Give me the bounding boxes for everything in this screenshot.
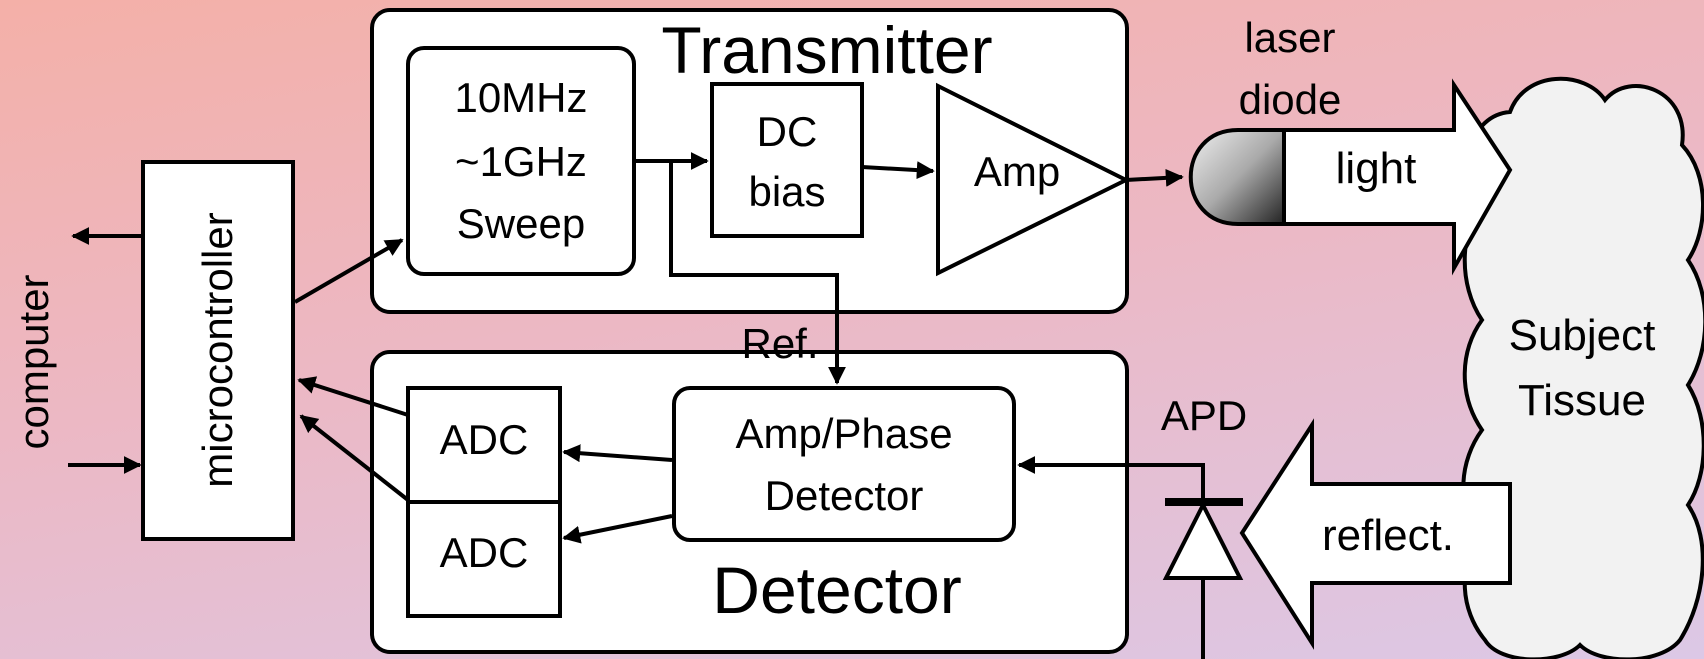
adc-bottom-block: ADC	[406, 500, 562, 618]
detector-title: Detector	[712, 553, 961, 627]
adc-top-to-mcu-arrow	[297, 376, 409, 417]
reference-label: Ref.	[741, 320, 818, 367]
laser-label-line2: diode	[1239, 76, 1342, 123]
mcu-to-sweep-arrow	[293, 238, 404, 304]
adc-bottom-label: ADC	[440, 529, 529, 576]
amplifier-block: Amp	[936, 82, 1131, 277]
laser-label-line1: laser	[1244, 14, 1335, 61]
apd-to-detector-wire	[1017, 456, 1205, 659]
amp-phase-label-line2: Detector	[765, 472, 924, 519]
sweep-label-line3: Sweep	[457, 200, 585, 247]
microcontroller-label: microcontroller	[194, 212, 241, 487]
transmitter-title: Transmitter	[661, 13, 992, 87]
adc-top-label: ADC	[440, 416, 529, 463]
light-arrow: light	[1282, 78, 1513, 276]
sweep-label-line2: ~1GHz	[455, 138, 587, 185]
dc-to-amp-arrow	[861, 161, 935, 180]
light-label: light	[1336, 144, 1417, 193]
reflect-label: reflect.	[1322, 511, 1454, 560]
amplifier-label: Amp	[974, 148, 1060, 195]
subject-tissue-cloud: Subject Tissue	[1461, 76, 1704, 659]
adc-top-block: ADC	[406, 386, 562, 504]
detector-to-adc-bottom-arrow	[562, 514, 673, 544]
amp-phase-label-line1: Amp/Phase	[735, 410, 952, 457]
amp-phase-detector-block: Amp/Phase Detector	[672, 386, 1016, 542]
amp-to-laser-arrow	[1125, 168, 1184, 187]
detector-to-adc-top-arrow	[562, 444, 673, 463]
laser-diode: laser diode	[1188, 14, 1342, 226]
sweep-oscillator-block: 10MHz ~1GHz Sweep	[406, 46, 636, 276]
adc-bottom-to-mcu-arrow	[299, 414, 410, 502]
reflection-arrow: reflect.	[1239, 418, 1512, 650]
sweep-label-line1: 10MHz	[454, 74, 587, 121]
apd-diode-triangle	[1162, 500, 1244, 580]
dc-bias-label-line1: DC	[757, 108, 818, 155]
microcontroller-block: microcontroller	[141, 160, 295, 541]
tissue-label-line1: Subject	[1509, 311, 1656, 360]
computer-label: computer	[10, 274, 57, 449]
dc-bias-block: DC bias	[710, 82, 864, 238]
apd-label: APD	[1161, 392, 1247, 439]
reference-wire	[669, 161, 846, 385]
tissue-label-line2: Tissue	[1518, 376, 1646, 425]
dc-bias-label-line2: bias	[748, 168, 825, 215]
apd-photodiode: APD	[1017, 392, 1247, 659]
